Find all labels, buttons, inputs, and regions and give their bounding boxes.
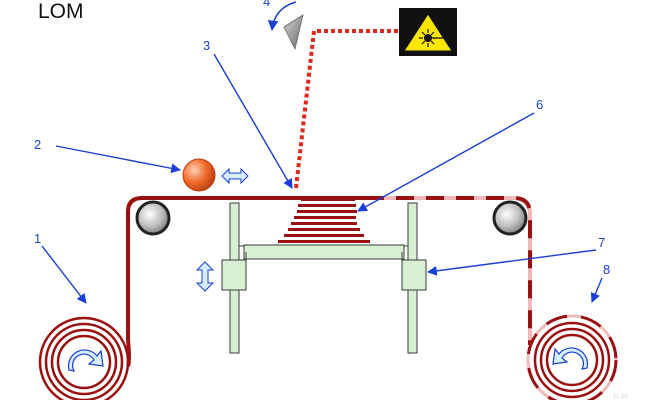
laminated-part-stack <box>278 198 370 243</box>
callout-1: 1 <box>34 231 41 246</box>
right-slider-block <box>401 259 427 291</box>
left-slider-block <box>221 259 247 291</box>
foil-web-feed <box>126 196 298 340</box>
rotation-arrow-icon <box>552 347 589 370</box>
mirror-rotation-arrow <box>267 1 297 32</box>
laser-warning-icon <box>399 8 457 56</box>
callout-2: 2 <box>34 137 41 152</box>
build-platform <box>243 244 405 260</box>
callout-leaders <box>41 53 603 304</box>
roller-motion-arrow <box>221 167 249 185</box>
leader-3 <box>213 53 293 189</box>
platform-frame <box>221 202 427 354</box>
takeup-roll <box>526 314 618 400</box>
leader-6 <box>357 112 535 212</box>
right-guide-pulley <box>492 200 528 236</box>
foil-web-scrap-dashes <box>366 196 532 345</box>
callout-3: 3 <box>203 38 210 53</box>
supply-roll <box>38 316 131 400</box>
callout-4: 4 <box>263 0 270 9</box>
page-watermark: 11.30 <box>613 394 628 400</box>
rotation-arrow-icon <box>67 349 104 372</box>
leader-7 <box>427 249 597 276</box>
callout-8: 8 <box>603 262 610 277</box>
laser-beam <box>294 29 398 189</box>
platform-motion-arrow <box>195 261 215 292</box>
leader-1 <box>41 245 87 304</box>
leader-8 <box>590 277 603 303</box>
callout-6: 6 <box>536 97 543 112</box>
callout-7: 7 <box>598 235 605 250</box>
heated-roller <box>182 158 216 192</box>
leader-2 <box>55 145 181 174</box>
mirror-icon <box>283 14 304 51</box>
diagram-title: LOM <box>38 0 84 23</box>
left-guide-pulley <box>135 200 171 236</box>
